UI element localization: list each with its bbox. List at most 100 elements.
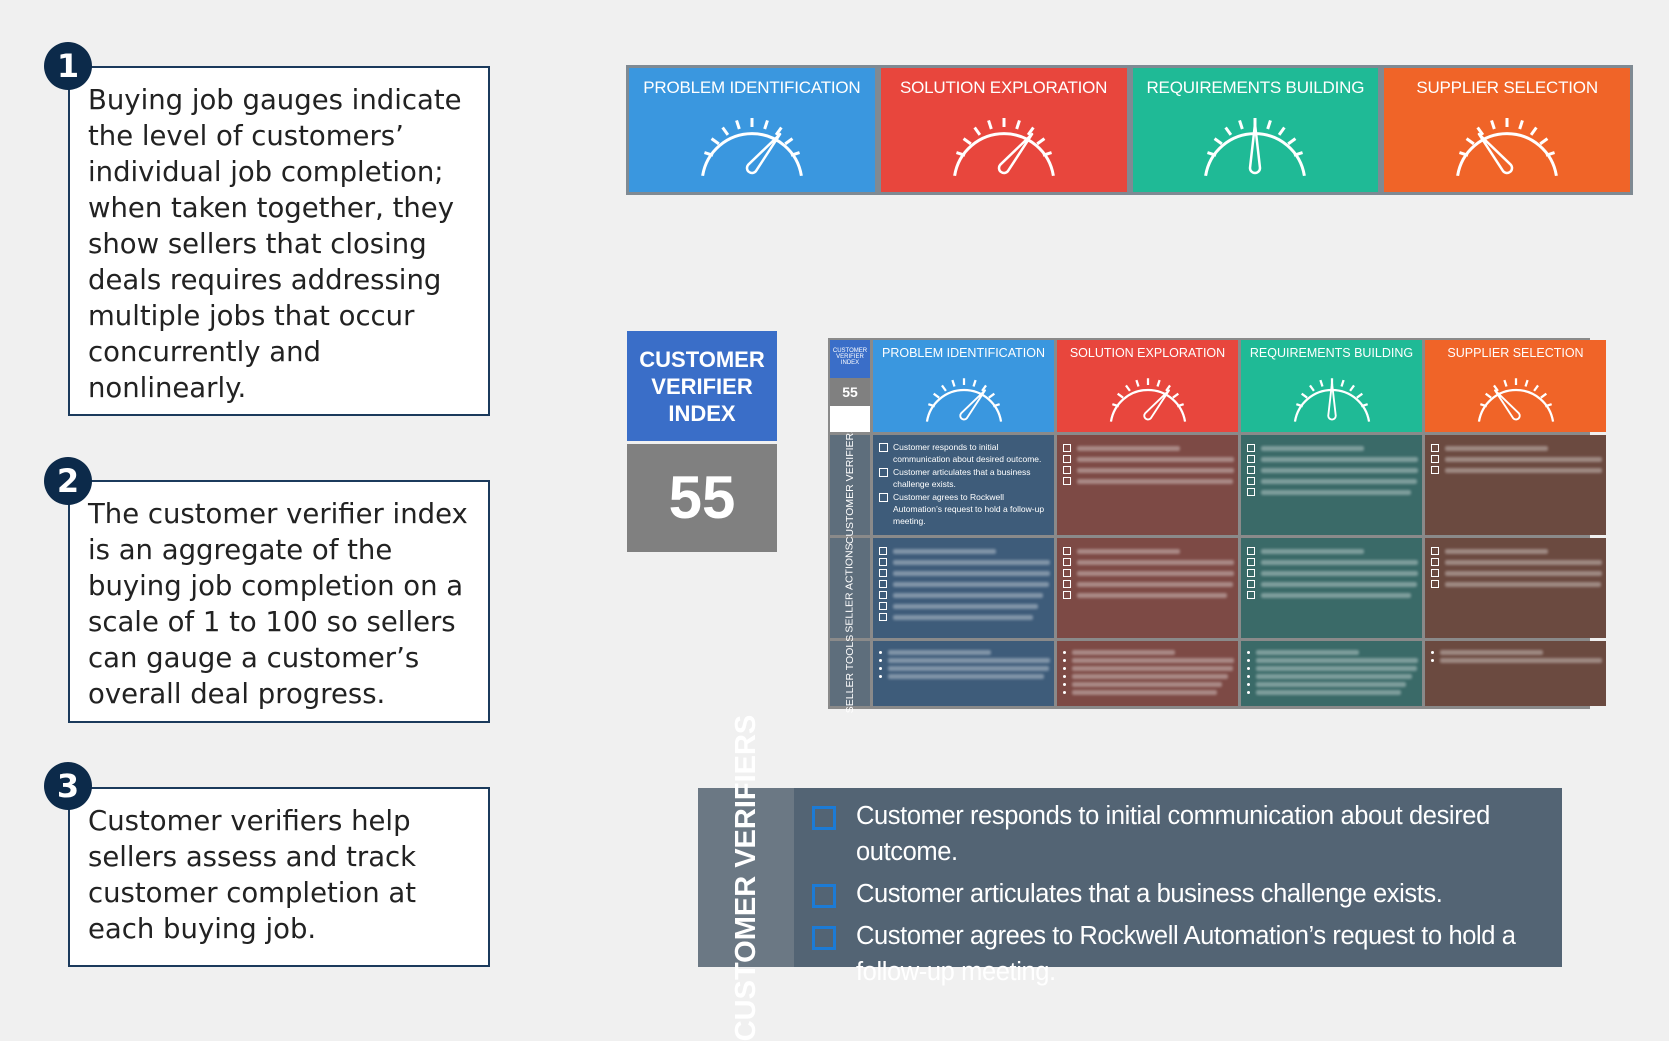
bullet-icon <box>879 675 882 678</box>
verifier-item: Customer responds to initial communicati… <box>879 441 1050 465</box>
checkbox-icon <box>1247 547 1255 555</box>
matrix-cell <box>1057 435 1238 535</box>
callout-text: The customer verifier index is an aggreg… <box>88 498 468 710</box>
matrix-cell <box>1241 538 1422 638</box>
blurred-item <box>879 602 1050 610</box>
gauge-icon <box>1293 378 1370 422</box>
matrix-cell <box>873 641 1054 706</box>
blurred-item <box>879 558 1050 566</box>
callout-index: The customer verifier index is an aggreg… <box>68 480 490 723</box>
checkbox-icon <box>1431 580 1439 588</box>
matrix-cell <box>1425 435 1606 535</box>
checkbox-icon <box>879 468 888 477</box>
gauge-icon <box>1204 118 1307 177</box>
blurred-item <box>1247 682 1418 687</box>
blurred-item <box>1247 658 1418 663</box>
matrix-cell <box>873 538 1054 638</box>
checkbox-icon <box>1431 455 1439 463</box>
blurred-item <box>1247 558 1418 566</box>
checkbox-icon <box>879 602 887 610</box>
blurred-item <box>1247 477 1418 485</box>
callout-text: Buying job gauges indicate the level of … <box>88 84 462 404</box>
bullet-icon <box>1431 651 1434 654</box>
matrix-header-requirements-building: REQUIREMENTS BUILDING <box>1241 340 1422 432</box>
blurred-item <box>1247 455 1418 463</box>
gauge-icon <box>925 378 1002 422</box>
blurred-item <box>879 569 1050 577</box>
checkbox-icon <box>879 580 887 588</box>
blurred-item <box>879 580 1050 588</box>
checkbox-icon <box>879 591 887 599</box>
matrix-header-title: SOLUTION EXPLORATION <box>1069 346 1226 360</box>
checkbox-icon <box>1247 488 1255 496</box>
checkbox-icon <box>1063 569 1071 577</box>
matrix-cell <box>1057 538 1238 638</box>
matrix-header-solution-exploration: SOLUTION EXPLORATION <box>1057 340 1238 432</box>
blurred-item <box>1063 558 1234 566</box>
checkbox-icon <box>879 493 888 502</box>
blurred-item <box>1063 650 1234 655</box>
blurred-item <box>1431 547 1602 555</box>
gauge-icon <box>701 118 803 177</box>
blurred-item <box>879 650 1050 655</box>
blurred-item <box>1063 690 1234 695</box>
blurred-item <box>1063 547 1234 555</box>
row-label-seller-actions: SELLER ACTIONS <box>830 538 870 638</box>
blurred-item <box>1431 650 1602 655</box>
checkbox-icon <box>1063 580 1071 588</box>
gauge-title: REQUIREMENTS BUILDING <box>1146 78 1365 97</box>
bullet-icon <box>879 659 882 662</box>
customer-verifiers-title: CUSTOMER VERIFIERS <box>698 714 794 1041</box>
bullet-icon <box>1247 683 1250 686</box>
matrix-cell <box>1425 641 1606 706</box>
matrix-cell <box>1241 641 1422 706</box>
blurred-item <box>879 591 1050 599</box>
gauge-supplier-selection: SUPPLIER SELECTION <box>1384 68 1630 192</box>
bullet-icon <box>1063 659 1066 662</box>
bullet-icon <box>1247 691 1250 694</box>
blurred-item <box>879 547 1050 555</box>
bullet-icon <box>1431 659 1434 662</box>
corner-index-value: 55 <box>830 378 870 406</box>
checkbox-icon <box>1063 558 1071 566</box>
matrix-cell <box>1425 538 1606 638</box>
blurred-item <box>1247 690 1418 695</box>
matrix-header-problem-identification: PROBLEM IDENTIFICATION <box>873 340 1054 432</box>
checkbox-icon <box>1431 569 1439 577</box>
buying-job-matrix: CUSTOMER VERIFIER INDEX 55 PROBLEM IDENT… <box>828 338 1606 713</box>
blurred-item <box>1247 674 1418 679</box>
blurred-item <box>1063 477 1234 485</box>
verifier-item: Customer agrees to Rockwell Automation’s… <box>879 491 1050 527</box>
row-label-customer-verifiers: CUSTOMER VERIFIERS <box>830 426 870 544</box>
checkbox-icon[interactable] <box>812 884 836 908</box>
checkbox-icon <box>1063 477 1071 485</box>
gauge-title: SUPPLIER SELECTION <box>1416 78 1598 97</box>
blurred-item <box>879 658 1050 663</box>
checkbox-icon <box>1431 444 1439 452</box>
blurred-item <box>1063 444 1234 452</box>
blurred-item <box>1431 658 1602 663</box>
gauge-requirements-building: REQUIREMENTS BUILDING <box>1132 68 1379 192</box>
blurred-item <box>1431 580 1602 588</box>
checkbox-icon <box>1247 466 1255 474</box>
checkbox-icon[interactable] <box>812 806 836 830</box>
checkbox-icon <box>1247 477 1255 485</box>
bullet-icon <box>1247 659 1250 662</box>
blurred-item <box>1247 569 1418 577</box>
blurred-item <box>1063 666 1234 671</box>
checkbox-icon[interactable] <box>812 926 836 950</box>
step-badge-3: 3 <box>44 762 92 810</box>
blurred-item <box>1063 580 1234 588</box>
blurred-item <box>1247 666 1418 671</box>
blurred-item <box>1247 488 1418 496</box>
blurred-item <box>1063 591 1234 599</box>
gauge-icon <box>1477 378 1554 422</box>
blurred-item <box>1063 466 1234 474</box>
gauge-title: SOLUTION EXPLORATION <box>899 78 1108 97</box>
blurred-item <box>1431 466 1602 474</box>
callout-text: Customer verifiers help sellers assess a… <box>88 805 417 945</box>
matrix-header-title: REQUIREMENTS BUILDING <box>1249 346 1414 360</box>
bullet-icon <box>1063 683 1066 686</box>
checkbox-icon <box>1247 558 1255 566</box>
bullet-icon <box>879 667 882 670</box>
